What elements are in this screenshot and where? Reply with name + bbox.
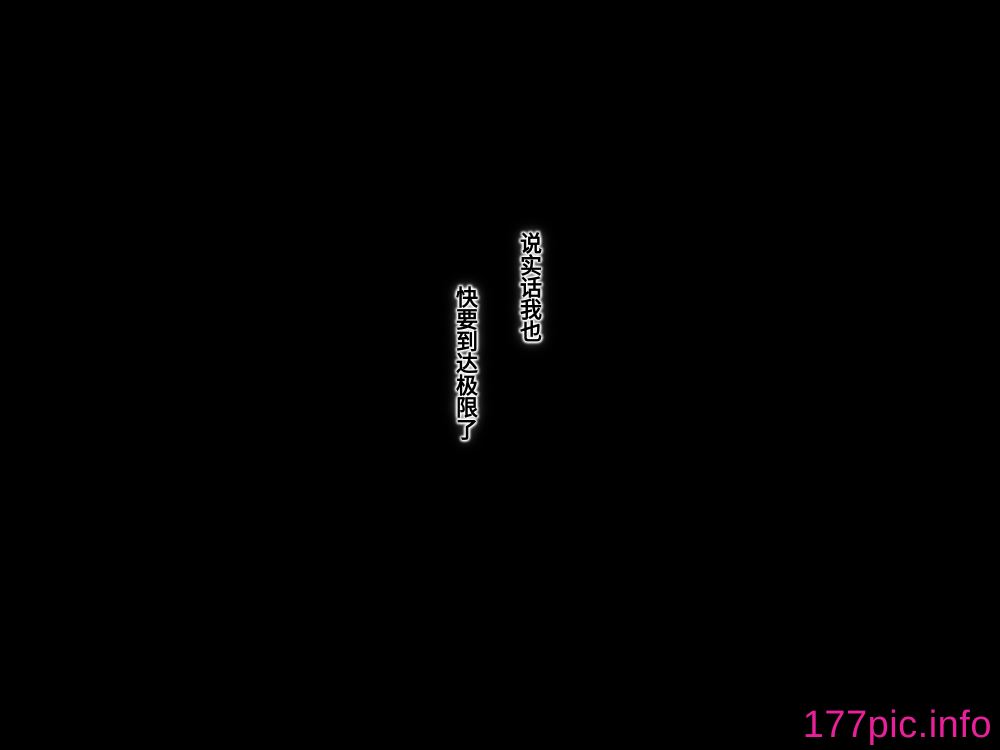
speech-line-1: 说实话我也 xyxy=(516,232,541,342)
speech-line-2: 快要到达极限了 xyxy=(452,286,477,440)
watermark: 177pic.info xyxy=(802,704,992,746)
